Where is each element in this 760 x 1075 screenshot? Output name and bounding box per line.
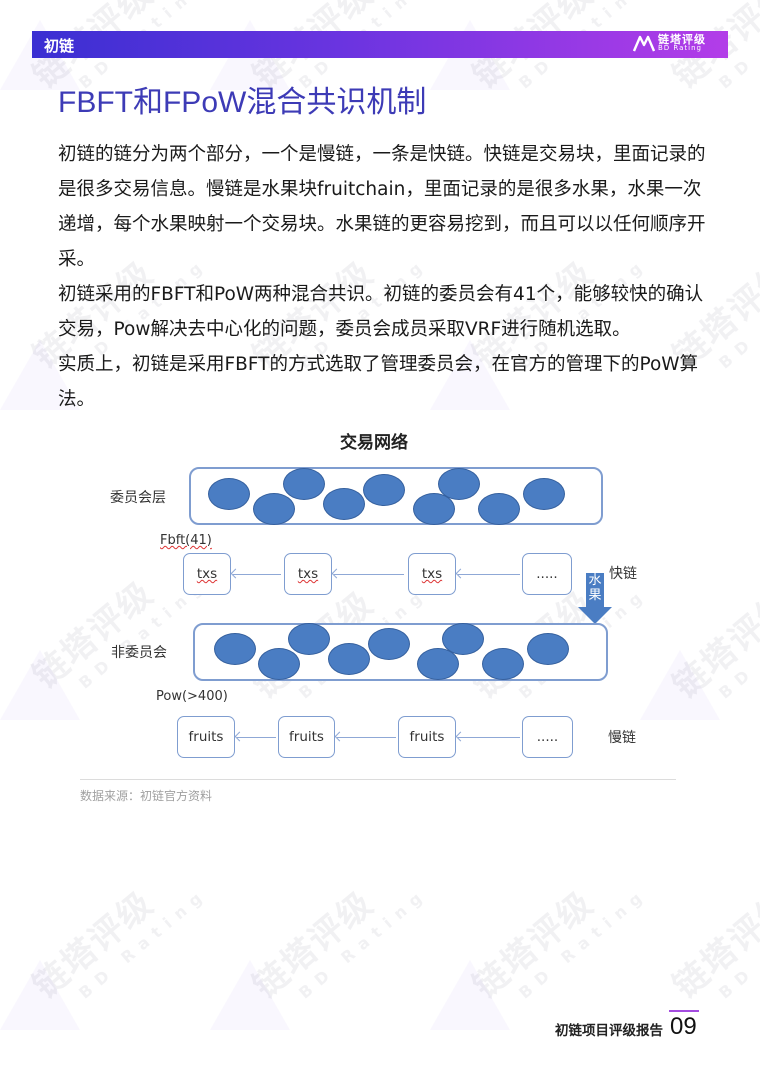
fruit-down-arrow-icon: 水果: [578, 573, 612, 625]
footer-report-title: 初链项目评级报告: [555, 1023, 663, 1039]
paragraph: 初链的链分为两个部分，一个是慢链，一条是快链。快链是交易块，里面记录的是很多交易…: [58, 144, 706, 270]
committee-node: [478, 493, 520, 525]
committee-node: [323, 488, 365, 520]
body-text: 初链的链分为两个部分，一个是慢链，一条是快链。快链是交易块，里面记录的是很多交易…: [58, 137, 708, 417]
fast-chain-block: .....: [522, 553, 572, 595]
logo-name-en: BD Rating: [658, 44, 702, 52]
source-note: 数据来源：初链官方资料: [80, 789, 213, 803]
committee-node: [438, 468, 480, 500]
chain-link-arrow: [334, 574, 404, 575]
non-committee-node: [214, 633, 256, 665]
fast-chain-label: 快链: [609, 566, 637, 582]
non-committee-node: [258, 648, 300, 680]
chain-link-arrow: [233, 574, 281, 575]
non-committee-node: [527, 633, 569, 665]
slow-chain-block: .....: [522, 716, 573, 758]
paragraph: 初链采用的FBFT和PoW两种混合共识。初链的委员会有41个，能够较快的确认交易…: [58, 284, 704, 340]
page-title: FBFT和FPoW混合共识机制: [58, 86, 427, 119]
diagram-title: 交易网络: [340, 433, 408, 453]
committee-node: [208, 478, 250, 510]
non-committee-node: [368, 628, 410, 660]
page-number: 09: [670, 1013, 697, 1040]
fast-chain-consensus-label: Fbft(41): [160, 533, 212, 548]
section-title: 初链: [44, 37, 75, 55]
fast-chain-block: txs: [408, 553, 456, 595]
footer-accent-rule: [669, 1010, 699, 1012]
committee-node: [253, 493, 295, 525]
slow-chain-consensus-label: Pow(>400): [156, 689, 228, 704]
committee-node: [363, 474, 405, 506]
chain-link-arrow: [337, 737, 396, 738]
logo-name-cn: 链塔评级: [658, 33, 706, 46]
logo-mark-icon: [633, 35, 655, 52]
committee-node: [523, 478, 565, 510]
slow-chain-block: fruits: [398, 716, 456, 758]
committee-node: [283, 468, 325, 500]
slow-chain-label: 慢链: [608, 730, 636, 746]
non-committee-node: [288, 623, 330, 655]
non-committee-node: [417, 648, 459, 680]
fast-chain-block: txs: [183, 553, 231, 595]
slow-chain-block: fruits: [177, 716, 235, 758]
non-committee-layer-label: 非委员会: [111, 645, 167, 661]
slow-chain-block: fruits: [278, 716, 335, 758]
non-committee-node: [482, 648, 524, 680]
chain-link-arrow: [237, 737, 276, 738]
committee-layer-label: 委员会层: [110, 490, 166, 506]
brand-logo: 链塔评级 BD Rating: [633, 34, 706, 52]
source-divider: [80, 779, 676, 780]
paragraph: 实质上，初链是采用FBFT的方式选取了管理委员会，在官方的管理下的PoW算法。: [58, 354, 699, 410]
header-bar: 初链 链塔评级 BD Rating: [32, 31, 728, 58]
non-committee-node: [328, 643, 370, 675]
fast-chain-block: txs: [284, 553, 332, 595]
fruit-arrow-label: 水果: [588, 573, 602, 603]
chain-link-arrow: [458, 574, 520, 575]
non-committee-node: [442, 623, 484, 655]
committee-node: [413, 493, 455, 525]
chain-link-arrow: [458, 737, 520, 738]
